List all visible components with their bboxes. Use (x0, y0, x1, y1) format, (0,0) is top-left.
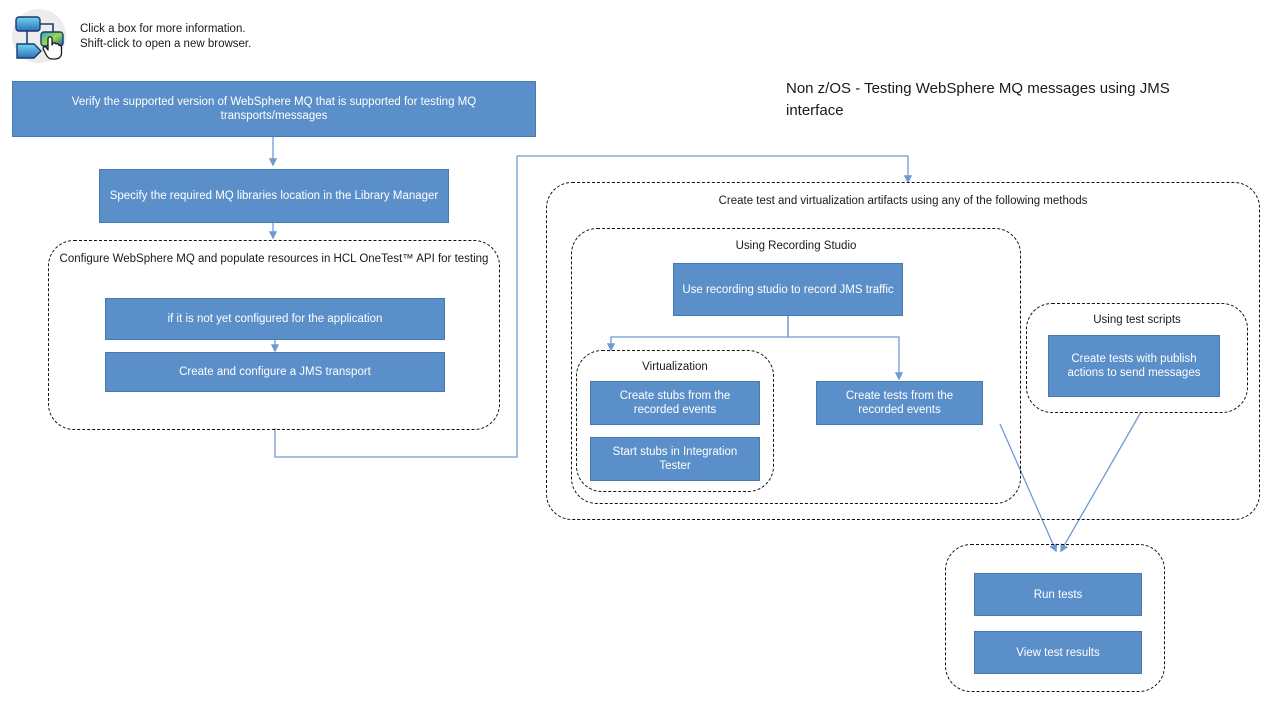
group-using-recording-studio-label: Using Recording Studio (735, 240, 857, 252)
group-run-and-view[interactable] (945, 544, 1165, 692)
box-use-recording-studio[interactable]: Use recording studio to record JMS traff… (673, 263, 903, 316)
header-line-1: Click a box for more information. (80, 23, 246, 35)
group-virtualization[interactable]: Virtualization (576, 350, 774, 492)
header-line-2: Shift-click to open a new browser. (80, 38, 252, 50)
box-create-configure-jms-transport[interactable]: Create and configure a JMS transport (105, 352, 445, 392)
group-using-test-scripts[interactable]: Using test scripts (1026, 303, 1248, 413)
box-if-not-yet-configured[interactable]: if it is not yet configured for the appl… (105, 298, 445, 340)
header-instructions: Click a box for more information. Shift-… (80, 22, 251, 52)
group-configure-websphere-mq[interactable]: Configure WebSphere MQ and populate reso… (48, 240, 500, 430)
diagram-title: Non z/OS - Testing WebSphere MQ messages… (786, 80, 1170, 119)
box-specify-mq-libraries[interactable]: Specify the required MQ libraries locati… (99, 169, 449, 223)
box-create-stubs[interactable]: Create stubs from the recorded events (590, 381, 760, 425)
box-verify-supported-version[interactable]: Verify the supported version of WebSpher… (12, 81, 536, 137)
group-create-artifacts-label: Create test and virtualization artifacts… (718, 195, 1088, 207)
group-create-artifacts[interactable]: Create test and virtualization artifacts… (546, 182, 1260, 520)
box-create-tests-with-publish-actions[interactable]: Create tests with publish actions to sen… (1048, 335, 1220, 397)
group-using-test-scripts-label: Using test scripts (1093, 314, 1181, 326)
box-start-stubs-integration-tester[interactable]: Start stubs in Integration Tester (590, 437, 760, 481)
group-configure-websphere-mq-label: Configure WebSphere MQ and populate reso… (59, 253, 489, 265)
box-create-tests-from-recorded-events[interactable]: Create tests from the recorded events (816, 381, 983, 425)
group-virtualization-label: Virtualization (642, 361, 708, 373)
box-run-tests[interactable]: Run tests (974, 573, 1142, 616)
flowchart-click-icon (8, 6, 70, 66)
group-using-recording-studio[interactable]: Using Recording Studio (571, 228, 1021, 504)
box-view-test-results[interactable]: View test results (974, 631, 1142, 674)
